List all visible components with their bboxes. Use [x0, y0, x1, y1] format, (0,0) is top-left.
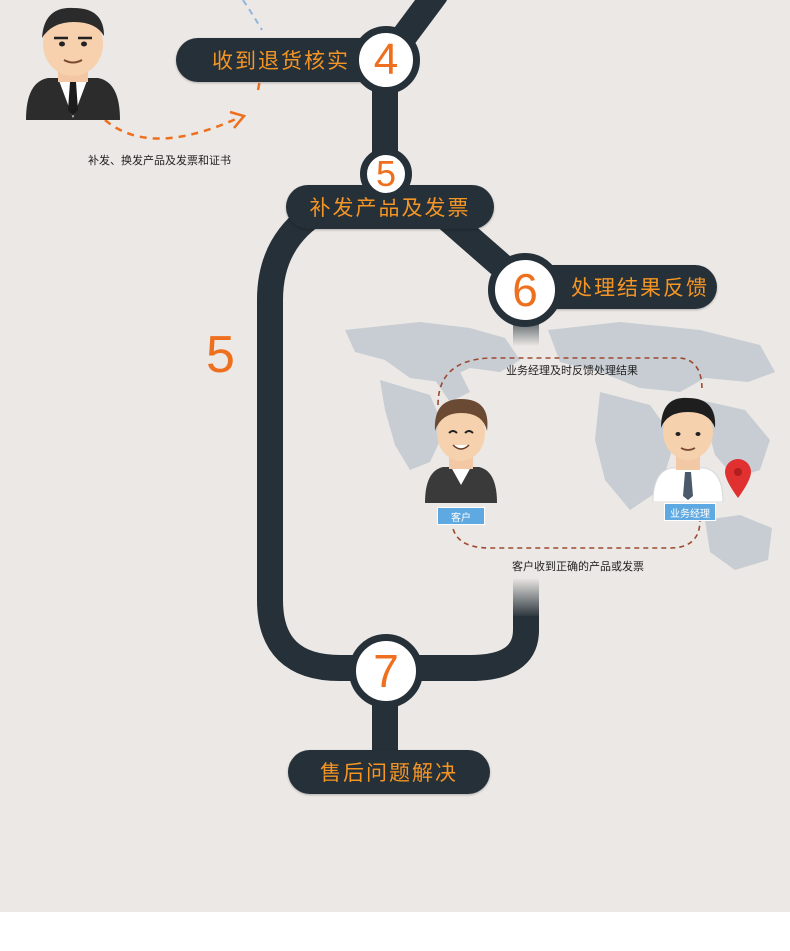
step4-number-circle: 4	[352, 26, 420, 94]
step7-number-circle: 7	[349, 634, 423, 708]
manager-role-tag: 业务经理	[664, 503, 716, 521]
manager-feedback-caption: 业务经理及时反馈处理结果	[506, 364, 638, 377]
customer-role-tag: 客户	[437, 507, 485, 525]
customer-avatar-icon	[425, 399, 497, 503]
world-map-icon	[345, 322, 775, 570]
bottom-white-band	[0, 912, 790, 951]
step7-label-pill: 售后问题解决	[288, 750, 490, 794]
branch-step-number: 5	[206, 326, 235, 384]
manager-avatar-icon	[652, 397, 724, 502]
step6-number-circle: 6	[488, 253, 562, 327]
step4-label-pill: 收到退货核实	[176, 38, 386, 82]
customer-receives-caption: 客户收到正确的产品或发票	[512, 560, 644, 573]
reissue-caption: 补发、换发产品及发票和证书	[88, 154, 231, 167]
step5-number-circle: 5	[360, 148, 412, 200]
businessman-avatar-icon	[26, 7, 120, 120]
location-pin-icon	[725, 459, 751, 498]
